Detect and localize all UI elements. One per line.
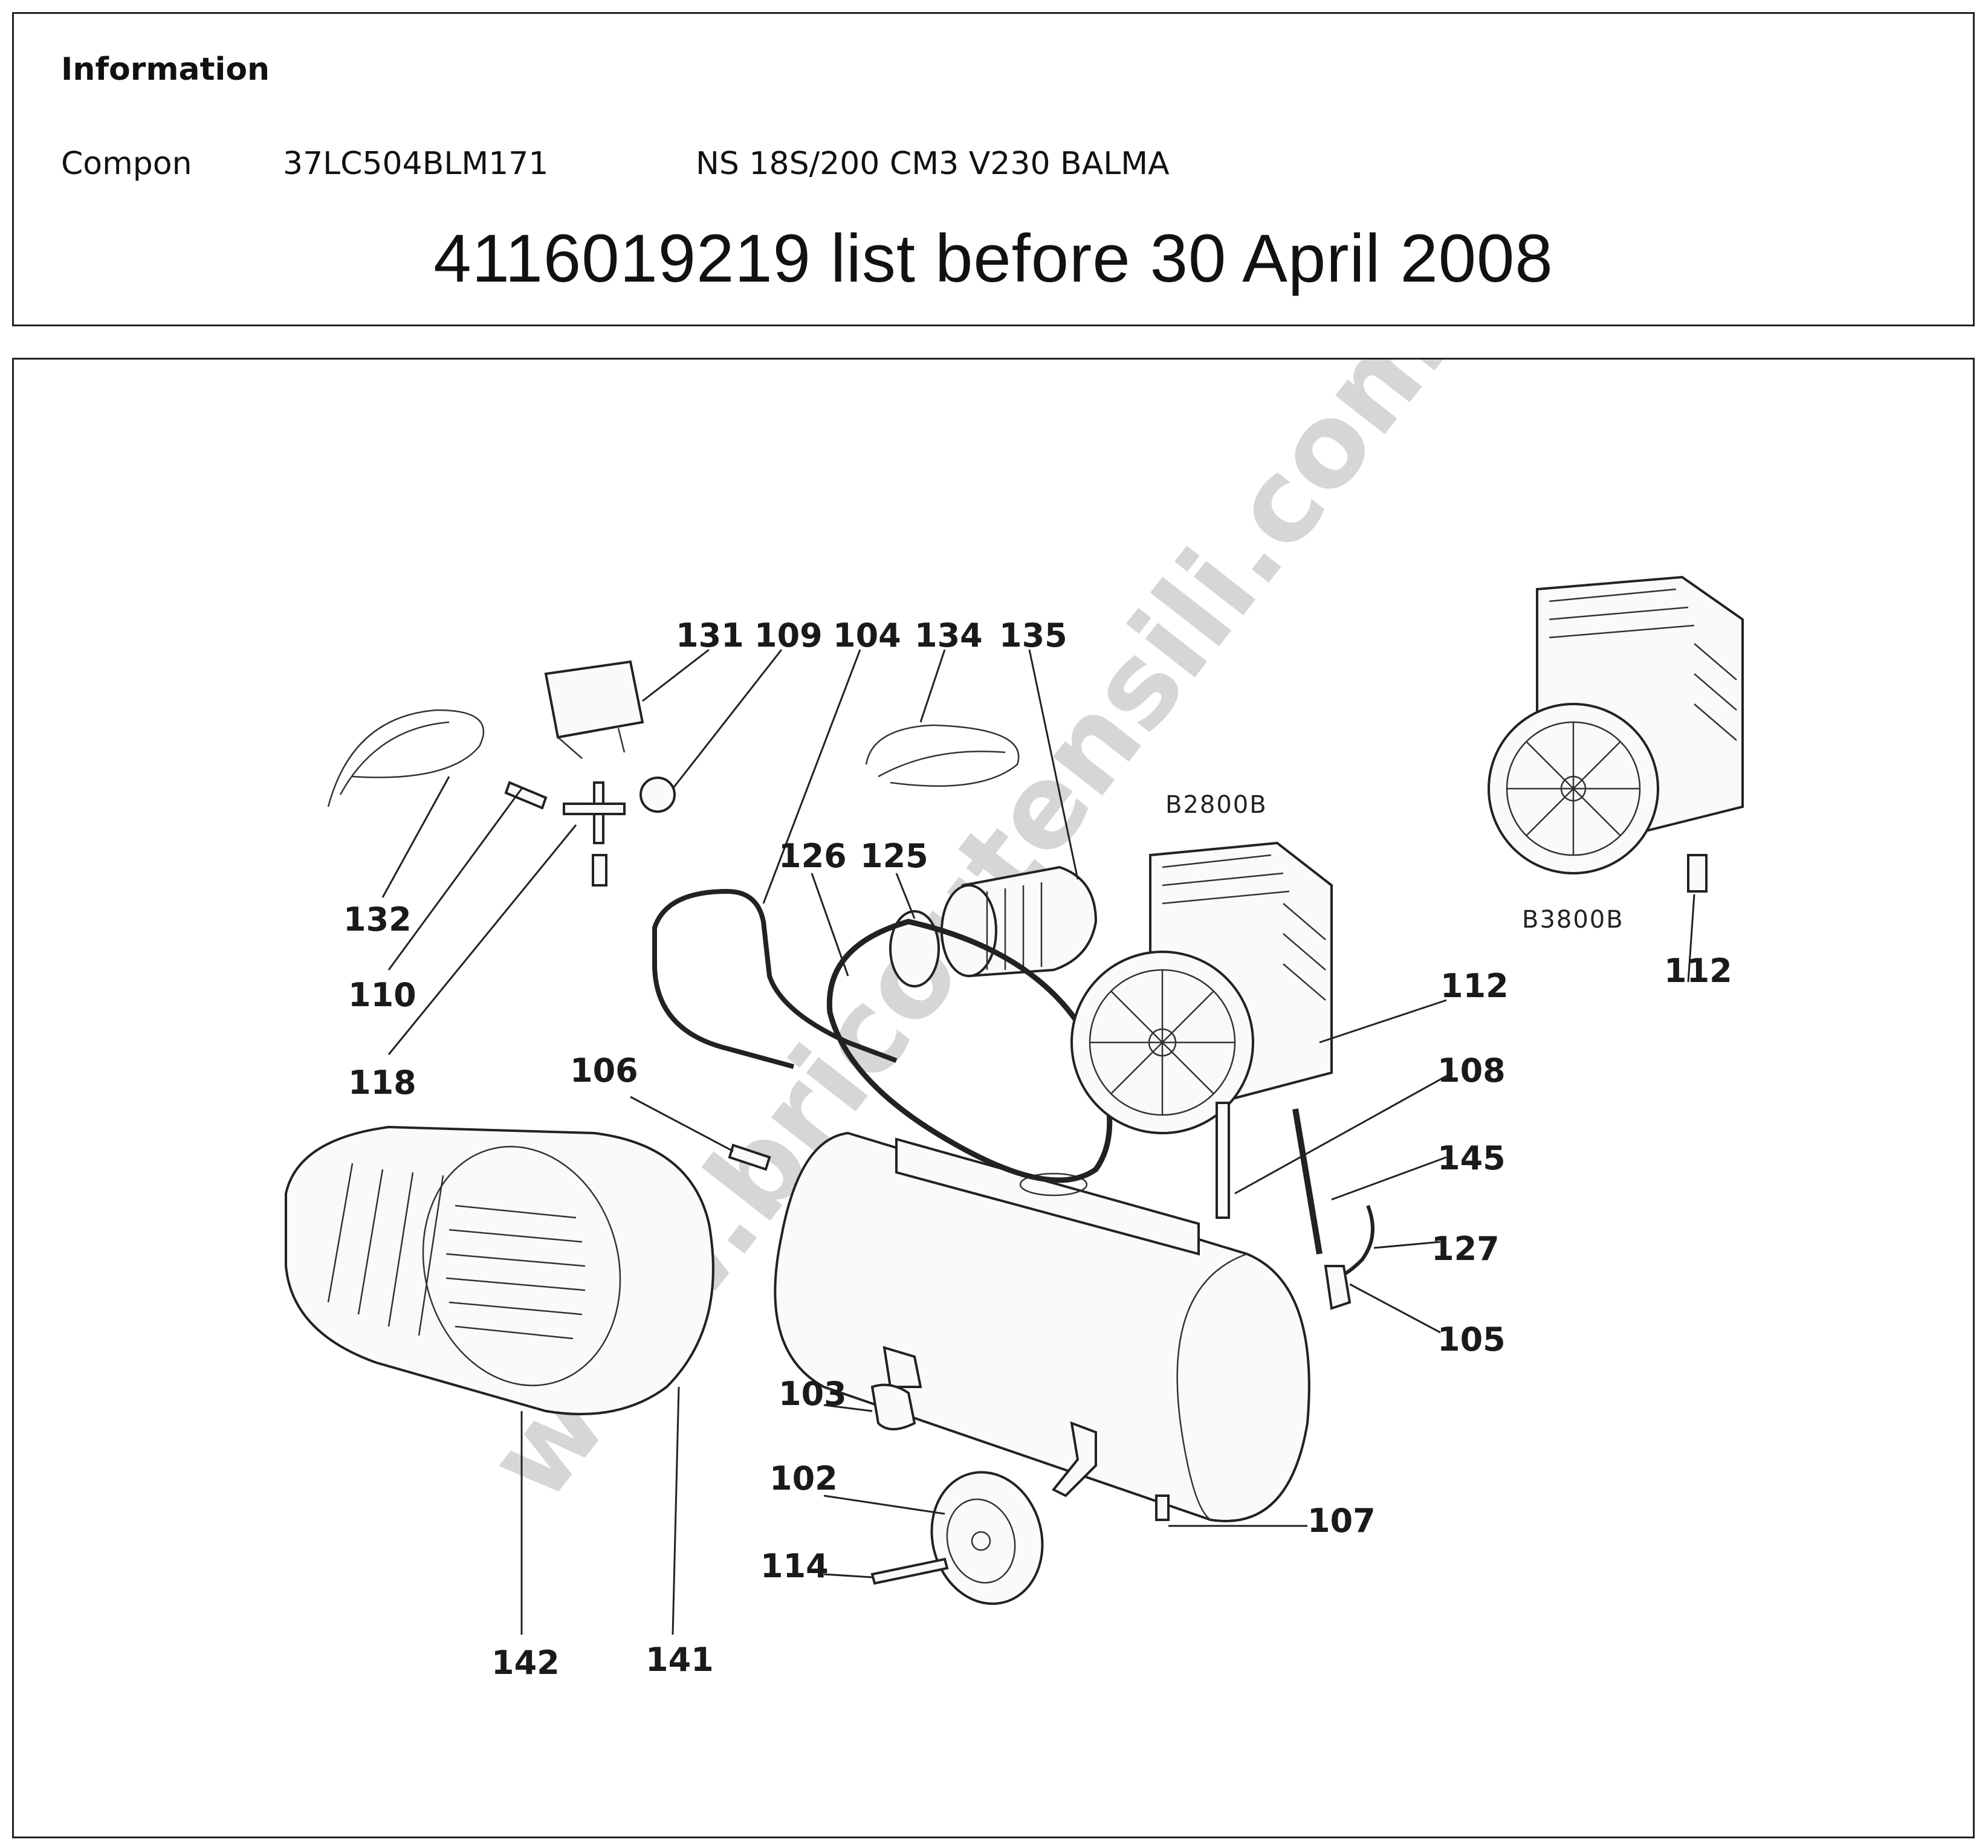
callout-number: 109 [754,616,823,654]
diagram-canvas: www.bricoutensili.com [285,360,1744,1682]
wheel [930,1471,1044,1605]
callout-number: 145 [1437,1139,1506,1177]
pump-model-label: B3800B [1522,906,1624,934]
check-valve [1216,1102,1230,1219]
callout-number: 142 [491,1644,560,1682]
callout-number: 102 [769,1459,838,1497]
air-tank [774,1131,1310,1522]
callout-number: 141 [646,1641,714,1679]
wheel-bolt [870,1557,949,1585]
motor-cable [865,724,1020,787]
safety-valve [1324,1265,1352,1310]
callout-number: 107 [1307,1502,1376,1540]
callout-number: 135 [999,616,1067,654]
component-code: 37LC504BLM171 [283,146,549,182]
callout-number: 110 [348,976,416,1014]
pump-b3800b [1488,575,1744,893]
flex-hose [1292,1108,1323,1255]
drive-belt [826,919,1113,1183]
callout-number: 104 [833,616,901,654]
callout-number: 103 [779,1375,847,1413]
callout-number: 134 [915,616,983,654]
rubber-foot [870,1383,916,1430]
component-description: NS 18S/200 CM3 V230 BALMA [696,146,1170,182]
pump-b2800b [1070,841,1333,1134]
pressure-switch [504,660,676,887]
fitting-106 [728,1143,771,1171]
callout-number: 105 [1437,1320,1506,1359]
electric-motor [889,865,1098,987]
callout-number: 126 [779,837,847,875]
callout-number: 114 [760,1547,829,1585]
callout-number: 108 [1437,1052,1506,1090]
callout-number: 132 [343,900,412,939]
information-heading: Information [61,51,270,88]
information-panel: Information Compon 37LC504BLM171 NS 18S/… [12,12,1975,326]
belt-guard-shroud [285,1125,714,1415]
callout-number: 112 [1440,967,1509,1005]
callout-number: 127 [1431,1230,1500,1268]
leader-lines [381,648,1695,1635]
callout-number: 106 [570,1052,638,1090]
callout-number: 125 [860,837,928,875]
list-title: 4116019219 list before 30 April 2008 [433,221,1553,296]
callout-number: 112 [1664,952,1732,990]
delivery-pipe [652,888,898,1069]
power-cable [327,709,485,807]
exploded-parts-diagram: www.bricoutensili.com [12,358,1975,1838]
drain-valve [1155,1494,1170,1521]
pump-model-label: B2800B [1165,791,1268,819]
callout-number: 118 [348,1064,416,1102]
callout-number: 131 [676,616,744,654]
component-label: Compon [61,146,192,182]
